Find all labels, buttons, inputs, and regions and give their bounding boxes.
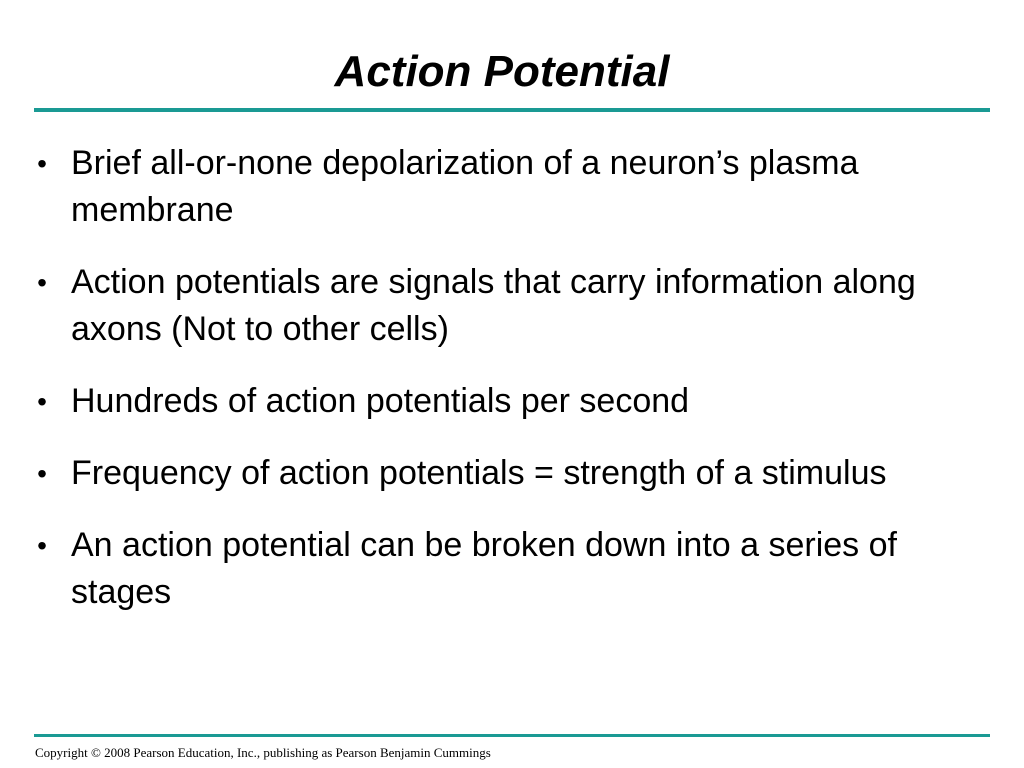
bullet-icon: • bbox=[37, 386, 47, 417]
bullet-item: • Hundreds of action potentials per seco… bbox=[30, 378, 970, 425]
bullet-icon: • bbox=[37, 458, 47, 489]
title-divider bbox=[34, 108, 990, 112]
bullet-text: Brief all-or-none depolarization of a ne… bbox=[71, 144, 859, 229]
bullet-text: Frequency of action potentials = strengt… bbox=[71, 454, 887, 492]
bullet-item: • Action potentials are signals that car… bbox=[30, 259, 970, 353]
bullet-item: • An action potential can be broken down… bbox=[30, 522, 970, 616]
bullet-item: • Brief all-or-none depolarization of a … bbox=[30, 140, 970, 234]
bullet-text: An action potential can be broken down i… bbox=[71, 526, 897, 611]
footer-divider bbox=[34, 734, 990, 737]
bullet-text: Hundreds of action potentials per second bbox=[71, 382, 690, 420]
slide-title: Action Potential bbox=[334, 47, 670, 96]
bullet-list: • Brief all-or-none depolarization of a … bbox=[30, 140, 970, 616]
copyright-notice: Copyright © 2008 Pearson Education, Inc.… bbox=[35, 745, 491, 760]
bullet-icon: • bbox=[37, 267, 47, 298]
bullet-item: • Frequency of action potentials = stren… bbox=[30, 450, 970, 497]
bullet-icon: • bbox=[37, 148, 47, 179]
bullet-icon: • bbox=[37, 530, 47, 561]
bullet-text: Action potentials are signals that carry… bbox=[71, 263, 916, 348]
